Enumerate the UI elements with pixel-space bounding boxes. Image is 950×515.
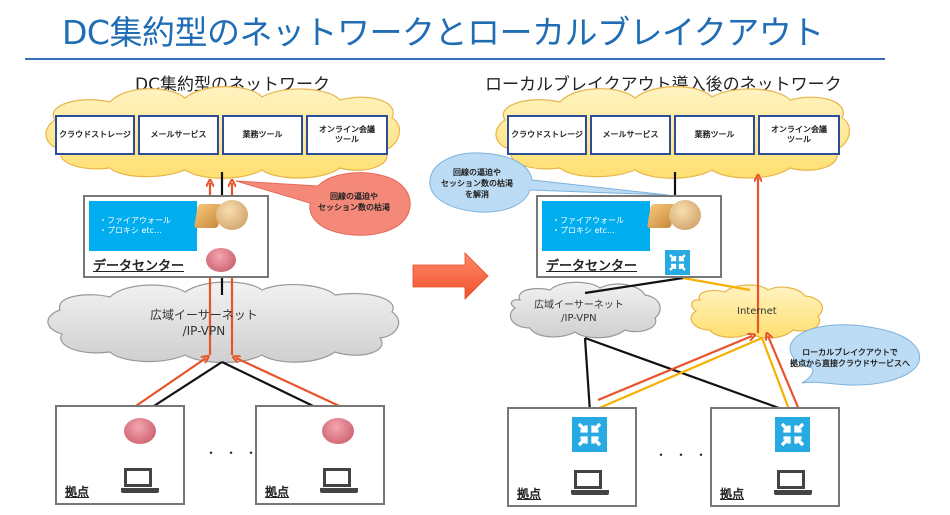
switch-icon — [572, 417, 607, 452]
laptop-icon — [571, 470, 609, 495]
service-label: クラウドストレージ — [59, 130, 131, 140]
left-callout: 回線の逼迫や セッション数の枯渇 — [318, 192, 390, 212]
switch-icon — [775, 417, 810, 452]
service-label: オンライン会議 ツール — [771, 125, 827, 144]
proxy-icon — [669, 200, 701, 230]
right-internet-links — [589, 276, 792, 414]
right-traffic-arrows — [597, 178, 802, 413]
laptop-icon — [121, 468, 159, 493]
service-cloud-storage: クラウドストレージ — [55, 115, 135, 155]
internet-label: Internet — [737, 306, 777, 317]
firewall-label: ・ファイアウォール — [99, 216, 171, 225]
right-wan-label: 広域イーサーネット /IP-VPN — [534, 300, 624, 324]
right-callout-bottom: ローカルブレイクアウトで 拠点から直接クラウドサービスへ — [790, 348, 910, 368]
service-business-tools: 業務ツール — [674, 115, 755, 155]
site-label: 拠点 — [265, 485, 290, 499]
datacenter-label: データセンター — [93, 259, 185, 274]
ellipsis: ・・・ — [655, 448, 716, 462]
laptop-icon — [774, 470, 812, 495]
ellipsis: ・・・ — [205, 446, 266, 460]
title-divider — [25, 58, 885, 60]
service-label: クラウドストレージ — [511, 130, 583, 140]
left-wan-label: 広域イーサーネット /IP-VPN — [150, 308, 258, 338]
left-security-functions: ・ファイアウォール ・プロキシ etc… — [89, 201, 197, 251]
right-arrow-icon — [412, 252, 489, 300]
right-callout-top: 回線の逼迫や セッション数の枯渇 を解消 — [441, 168, 513, 199]
datacenter-label: データセンター — [546, 259, 638, 274]
service-label: 業務ツール — [694, 130, 735, 140]
firewall-label: ・ファイアウォール — [552, 216, 624, 225]
site-label: 拠点 — [720, 487, 745, 501]
site-label: 拠点 — [517, 487, 542, 501]
right-security-functions: ・ファイアウォール ・プロキシ etc… — [542, 201, 650, 251]
left-datacenter: ・ファイアウォール ・プロキシ etc… データセンター — [83, 195, 269, 278]
router-icon — [206, 248, 236, 272]
service-cloud-storage: クラウドストレージ — [507, 115, 587, 155]
service-label: メールサービス — [150, 130, 207, 140]
service-online-meeting: オンライン会議 ツール — [306, 115, 388, 155]
proxy-icon — [216, 200, 248, 230]
laptop-icon — [320, 468, 358, 493]
service-mail: メールサービス — [138, 115, 219, 155]
service-business-tools: 業務ツール — [222, 115, 303, 155]
left-cloud-wan — [47, 281, 400, 364]
site-label: 拠点 — [65, 485, 90, 499]
right-callout-bottom-shape — [789, 324, 921, 386]
service-label: メールサービス — [602, 130, 659, 140]
service-online-meeting: オンライン会議 ツール — [758, 115, 840, 155]
left-site-1: 拠点 — [55, 405, 185, 505]
slide-title: DC集約型のネットワークとローカルブレイクアウト — [62, 13, 824, 52]
service-mail: メールサービス — [590, 115, 671, 155]
left-callout-shape — [235, 172, 411, 236]
right-cloud-wan — [509, 281, 661, 339]
service-label: 業務ツール — [242, 130, 283, 140]
switch-icon — [665, 250, 690, 275]
proxy-label: ・プロキシ etc… — [99, 226, 162, 235]
router-icon — [322, 418, 354, 444]
service-label: オンライン会議 ツール — [319, 125, 375, 144]
right-callout-top-shape — [429, 152, 669, 213]
router-icon — [124, 418, 156, 444]
proxy-label: ・プロキシ etc… — [552, 226, 615, 235]
